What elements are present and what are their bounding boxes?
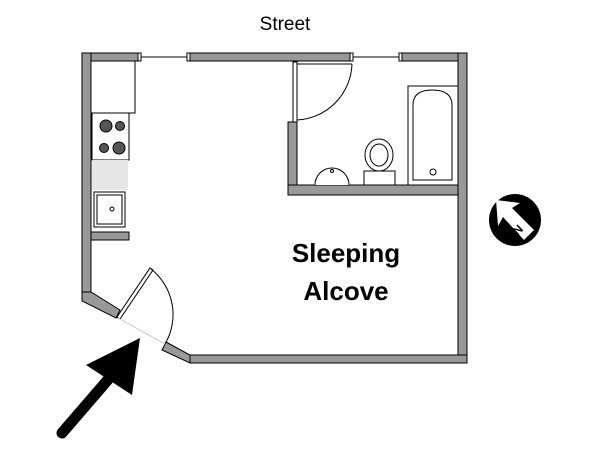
toilet xyxy=(363,138,396,186)
kitchen xyxy=(90,60,136,228)
bathroom-sink xyxy=(314,167,350,186)
bathroom-door xyxy=(292,61,353,123)
entrance-arrow-icon xyxy=(56,338,140,439)
counter xyxy=(92,160,128,190)
walls xyxy=(81,52,468,364)
compass-north-icon: N xyxy=(489,194,541,246)
room-label-alcove: Alcove xyxy=(303,276,388,306)
kitchen-partition-wall xyxy=(90,231,130,241)
windows xyxy=(137,52,403,62)
top-wall-middle xyxy=(189,52,351,62)
room-label-sleeping: Sleeping xyxy=(292,238,400,268)
entry-wall-left xyxy=(81,291,121,319)
entry-wall-right xyxy=(161,341,191,364)
bathroom-wall-left xyxy=(287,121,298,196)
left-wall xyxy=(81,52,92,301)
refrigerator xyxy=(90,60,136,114)
street-label: Street xyxy=(260,14,311,35)
stove-burners xyxy=(99,119,126,155)
bathtub xyxy=(407,85,459,186)
right-wall xyxy=(457,52,468,364)
top-wall-right xyxy=(401,52,468,62)
stove xyxy=(91,112,130,161)
bottom-wall xyxy=(189,354,468,364)
bathroom-wall-bottom xyxy=(287,184,459,196)
entry-door xyxy=(116,267,174,345)
